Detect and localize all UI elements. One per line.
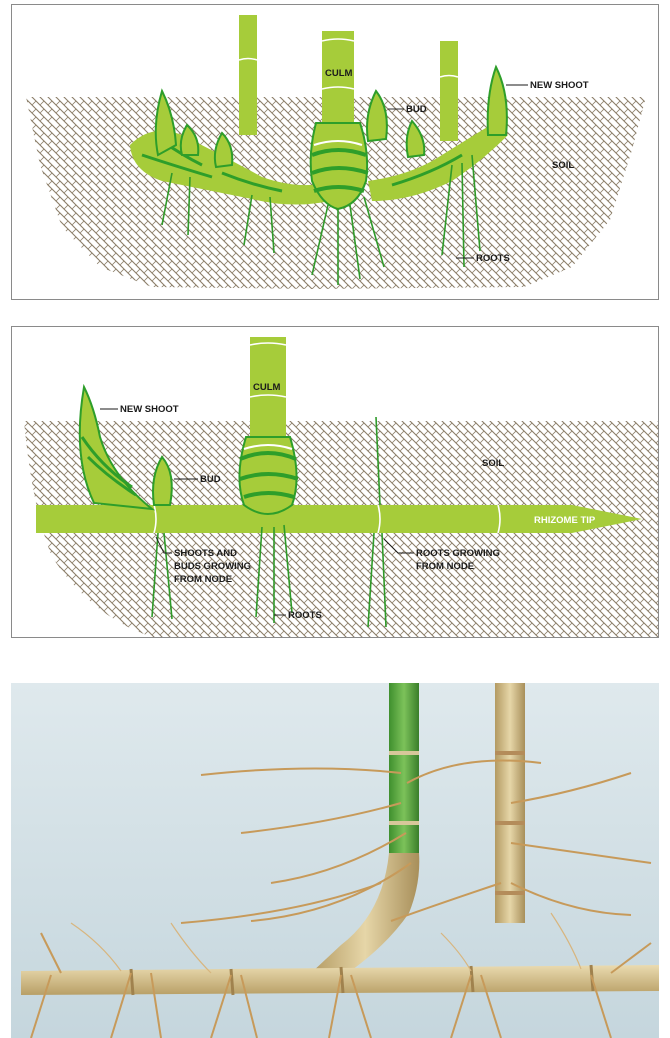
- sympodial-diagram-svg: CULM NEW SHOOT BUD SOIL ROOTS: [12, 5, 658, 299]
- monopodial-rhizome-diagram: NEW SHOOT CULM BUD SOIL RHIZOME TIP SHOO…: [11, 326, 659, 638]
- label-rhizome-tip: RHIZOME TIP: [534, 515, 596, 526]
- label-roots: ROOTS: [476, 253, 510, 264]
- label-soil: SOIL: [552, 160, 574, 171]
- label-roots: ROOTS: [288, 610, 322, 621]
- label-shoots-line1: SHOOTS AND: [174, 548, 237, 559]
- label-roots-node-line1: ROOTS GROWING: [416, 548, 500, 559]
- label-shoots-line3: FROM NODE: [174, 574, 232, 585]
- label-bud: BUD: [200, 474, 221, 485]
- left-culm: [239, 15, 257, 135]
- photo-svg: [11, 683, 659, 1038]
- label-roots-node-line2: FROM NODE: [416, 561, 474, 572]
- label-bud: BUD: [406, 104, 427, 115]
- label-new-shoot: NEW SHOOT: [120, 404, 179, 415]
- label-culm: CULM: [253, 382, 281, 393]
- monopodial-diagram-svg: NEW SHOOT CULM BUD SOIL RHIZOME TIP SHOO…: [12, 327, 658, 637]
- bamboo-rhizome-photo: [11, 683, 659, 1038]
- sympodial-rhizome-diagram: CULM NEW SHOOT BUD SOIL ROOTS: [11, 4, 659, 300]
- label-culm: CULM: [325, 68, 353, 79]
- label-new-shoot: NEW SHOOT: [530, 80, 589, 91]
- label-shoots-line2: BUDS GROWING: [174, 561, 251, 572]
- label-soil: SOIL: [482, 458, 504, 469]
- right-new-shoot: [488, 67, 507, 135]
- right-culm: [440, 41, 458, 141]
